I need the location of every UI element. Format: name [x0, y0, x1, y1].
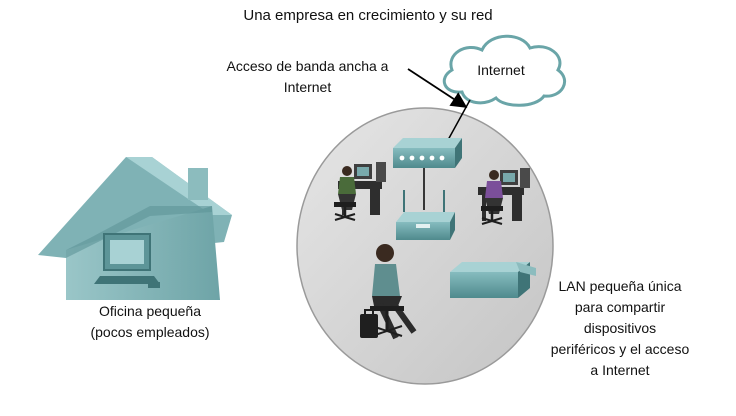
- diagram-title: Una empresa en crecimiento y su red: [243, 7, 493, 24]
- broadband-access-line-1: Acceso de banda ancha a: [226, 58, 389, 74]
- single-lan-line-1: LAN pequeña única: [558, 278, 682, 294]
- single-lan-line-5: a Internet: [590, 362, 650, 378]
- computer-icon: [354, 162, 386, 182]
- computer-icon: [94, 233, 160, 288]
- broadband-arrow: [407, 68, 468, 108]
- wireless-access-point-icon: [396, 190, 455, 240]
- computer-icon: [500, 168, 530, 188]
- printer-icon: [450, 262, 536, 298]
- briefcase-icon: [360, 309, 378, 338]
- small-office-label: Oficina pequeña (pocos empleados): [60, 301, 240, 343]
- office-worker-icon: [360, 244, 417, 340]
- router-uplink-line: [447, 99, 471, 141]
- small-office-line-1: Oficina pequeña: [99, 303, 201, 319]
- broadband-access-line-2: Internet: [283, 79, 332, 95]
- internet-cloud-icon: [442, 34, 566, 107]
- router-icon: [393, 138, 462, 168]
- house-icon: [38, 157, 232, 300]
- small-office-line-2: (pocos empleados): [90, 324, 210, 340]
- workstation-left: [334, 162, 386, 221]
- single-lan-label: LAN pequeña única para compartir disposi…: [540, 276, 700, 381]
- internet-label: Internet: [477, 62, 525, 78]
- single-lan-line-2: para compartir: [574, 299, 666, 315]
- single-lan-line-4: periféricos y el acceso: [550, 341, 690, 357]
- broadband-access-label: Acceso de banda ancha a Internet: [205, 56, 410, 98]
- single-lan-line-3: dispositivos: [583, 320, 657, 336]
- workstation-right: [478, 168, 530, 225]
